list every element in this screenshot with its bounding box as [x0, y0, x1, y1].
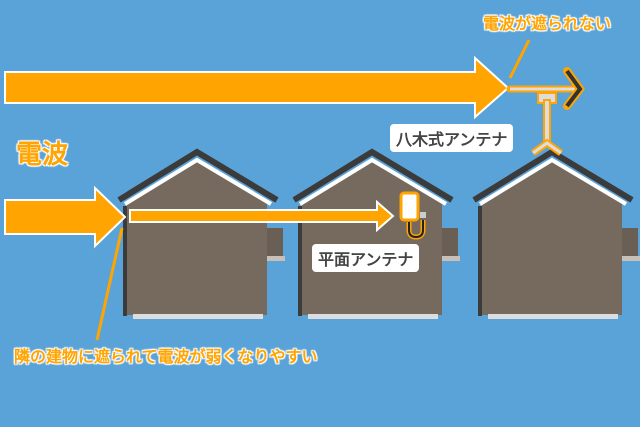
yagi-antenna-icon [506, 67, 585, 156]
callout-line-top [508, 39, 531, 79]
flat-antenna-icon [399, 191, 426, 240]
house-left [119, 152, 285, 319]
yagi-antenna-label: 八木式アンテナ [390, 124, 514, 152]
radio-wave-arrow-left [4, 185, 127, 249]
radio-waves-label: 電波 [16, 140, 69, 170]
flat-antenna-label: 平面アンテナ [312, 244, 420, 272]
radio-wave-arrow-top [4, 55, 510, 120]
blocked-note-label: 隣の建物に遮られて電波が弱くなりやすい [14, 347, 318, 366]
house-right [474, 152, 640, 319]
callout-line-left [95, 227, 124, 341]
house-middle [294, 152, 460, 319]
radio-wave-arrow-blocked [129, 199, 395, 233]
not-blocked-label: 電波が遮られない [483, 14, 612, 33]
